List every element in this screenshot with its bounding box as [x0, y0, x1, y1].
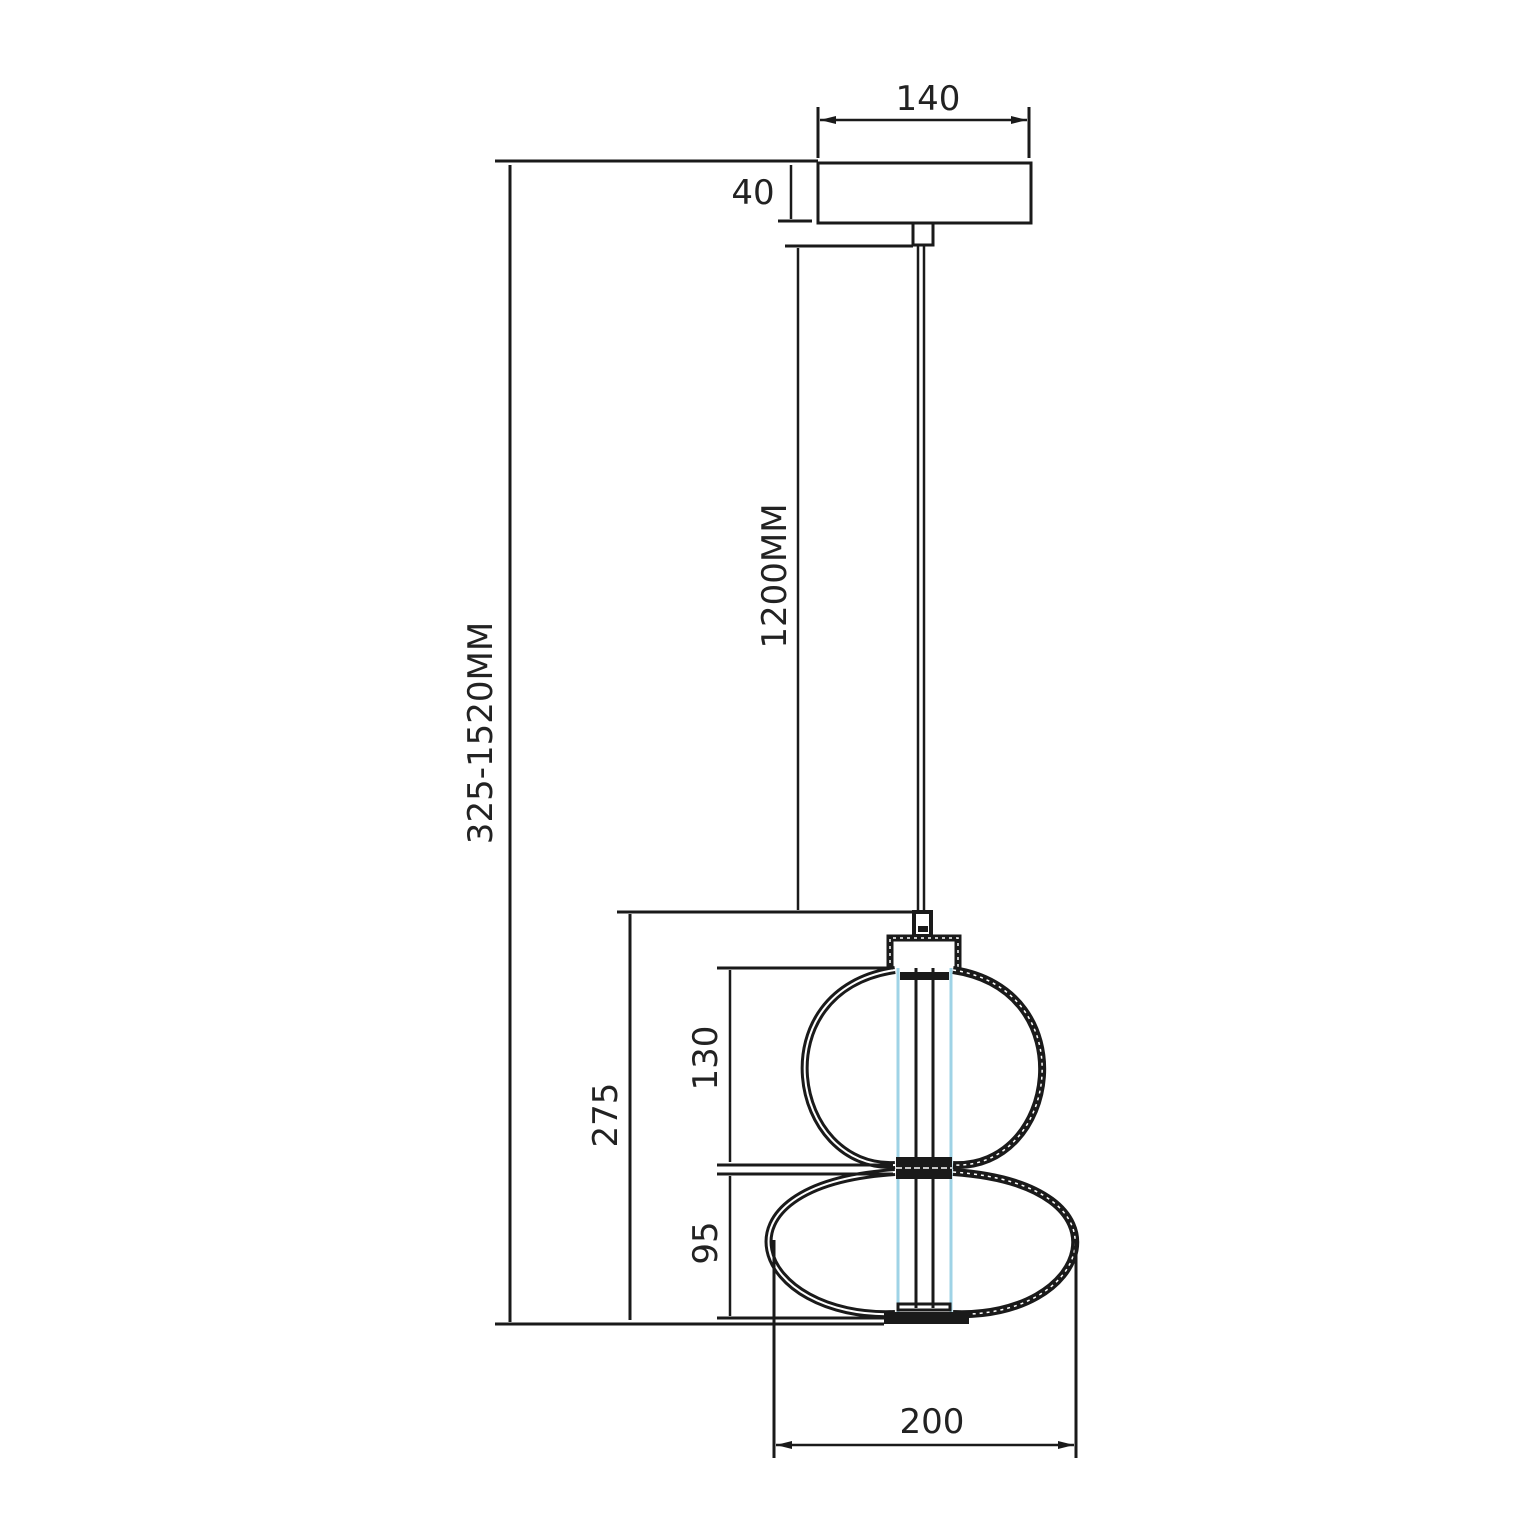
dimension-shade-height: 275 [586, 910, 914, 1320]
dimension-upper-globe-height: 130 [686, 966, 893, 1167]
dimension-shade-width: 200 [772, 1240, 1078, 1458]
upper-globe-height-label: 130 [686, 1026, 726, 1091]
dimension-total-height: 325-1520MM [461, 165, 884, 1326]
lower-globe-height-label: 95 [686, 1221, 726, 1264]
ceiling-canopy [816, 161, 1033, 247]
canopy-width-label: 140 [896, 79, 961, 119]
cable-length-label: 1200MM [755, 503, 795, 648]
shade-height-label: 275 [586, 1083, 626, 1148]
suspension-cable [916, 245, 926, 912]
canopy-height-label: 40 [731, 173, 774, 213]
dimension-cable-length: 1200MM [755, 244, 913, 910]
dimension-canopy-width: 140 [816, 79, 1031, 158]
total-height-label: 325-1520MM [461, 622, 501, 844]
led-tube [884, 968, 969, 1324]
dimension-lower-globe-height: 95 [686, 1172, 893, 1320]
shade-width-label: 200 [900, 1402, 965, 1442]
dimension-canopy-height: 40 [495, 159, 818, 223]
shade-top-fitting [886, 910, 962, 970]
upper-globe [800, 966, 1047, 1170]
lower-globe [764, 1168, 1080, 1319]
